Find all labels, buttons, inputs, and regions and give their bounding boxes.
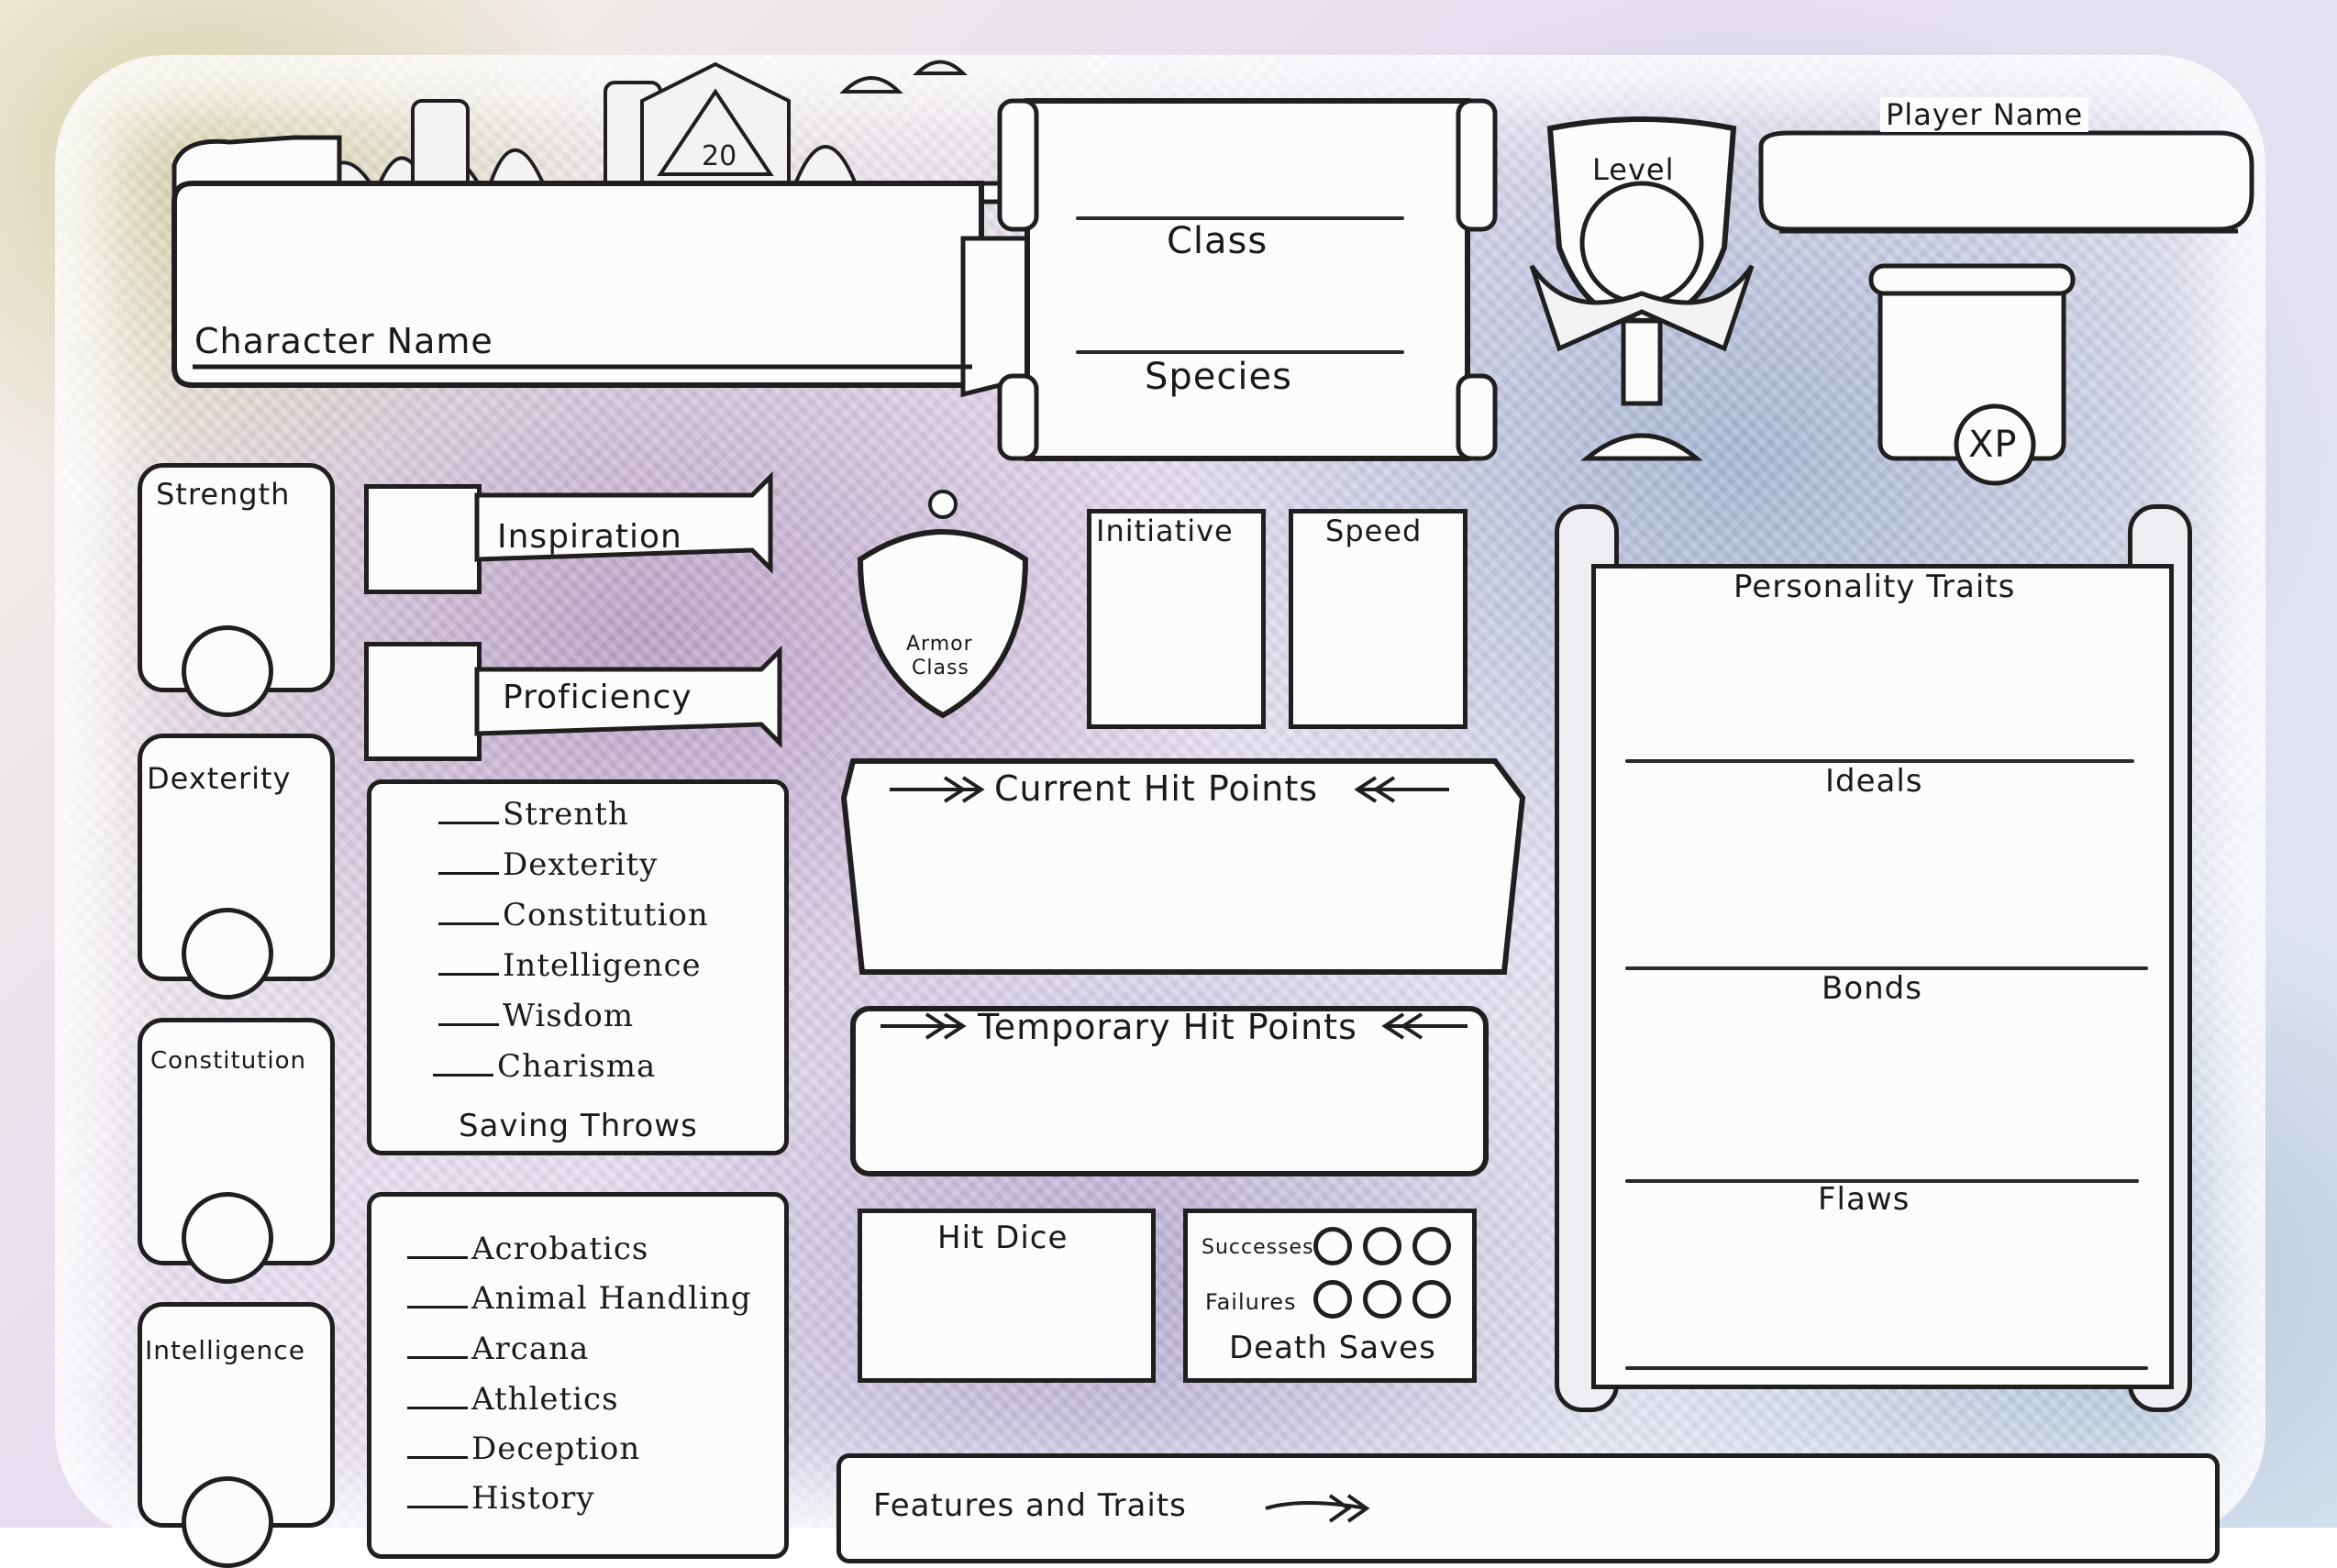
ability-intelligence-modifier[interactable]	[182, 1476, 273, 1568]
death-saves-successes-label: Successes	[1202, 1236, 1314, 1259]
failure-checkbox[interactable]	[1363, 1280, 1401, 1319]
skill-item[interactable]: Acrobatics	[407, 1231, 648, 1267]
player-name-frame	[1758, 130, 2254, 234]
arrow-left-icon	[881, 1012, 967, 1040]
temp-hp-input[interactable]	[871, 1055, 1477, 1165]
speed-box[interactable]	[1289, 509, 1468, 729]
saving-throw-item[interactable]: Dexterity	[438, 846, 658, 883]
armor-class-label-2: Class	[912, 657, 969, 679]
flaws-input[interactable]	[1614, 1225, 2155, 1363]
temp-hp-label: Temporary Hit Points	[978, 1007, 1357, 1047]
death-saves-failures-label: Failures	[1205, 1289, 1297, 1315]
hit-dice-label: Hit Dice	[937, 1220, 1069, 1256]
level-input-circle[interactable]	[1581, 193, 1700, 312]
class-species-scroll	[997, 98, 1498, 461]
initiative-label: Initiative	[1096, 513, 1234, 548]
success-checkbox[interactable]	[1363, 1227, 1401, 1265]
species-label: Species	[1145, 356, 1292, 398]
saving-throw-item[interactable]: Strenth	[438, 796, 629, 833]
skill-item[interactable]: Arcana	[407, 1331, 589, 1367]
class-field-line[interactable]	[1076, 216, 1404, 220]
death-saves-title: Death Saves	[1229, 1330, 1436, 1366]
saving-throws-title: Saving Throws	[459, 1108, 698, 1144]
personality-traits-input[interactable]	[1614, 614, 2155, 752]
player-name-input[interactable]	[1775, 138, 2233, 220]
arrow-right-icon	[1354, 776, 1449, 803]
divider	[1625, 759, 2134, 763]
character-name-label: Character Name	[194, 321, 493, 361]
features-traits-label: Features and Traits	[873, 1487, 1187, 1524]
proficiency-box[interactable]	[364, 642, 482, 761]
divider	[1625, 1179, 2139, 1183]
current-hp-scroll	[840, 758, 1526, 975]
ideals-label: Ideals	[1825, 763, 1923, 800]
ability-constitution-modifier[interactable]	[182, 1192, 273, 1284]
failure-checkbox[interactable]	[1412, 1280, 1451, 1319]
arrow-right-icon	[1381, 1012, 1468, 1040]
proficiency-label: Proficiency	[503, 679, 692, 716]
level-goblet	[1529, 116, 1755, 461]
saving-throws-panel	[367, 779, 789, 1155]
current-hp-input[interactable]	[862, 825, 1504, 963]
species-field-line[interactable]	[1076, 350, 1404, 354]
success-checkbox[interactable]	[1412, 1227, 1451, 1265]
armor-class-label-1: Armor	[906, 633, 973, 656]
success-checkbox[interactable]	[1313, 1227, 1352, 1265]
ability-constitution-label: Constitution	[150, 1047, 306, 1075]
skill-item[interactable]: Athletics	[407, 1381, 619, 1418]
current-hp-label: Current Hit Points	[994, 768, 1319, 809]
inspiration-box[interactable]	[364, 484, 482, 594]
player-name-label: Player Name	[1880, 97, 2089, 132]
xp-scroll	[1868, 263, 2076, 486]
ability-intelligence-label: Intelligence	[145, 1335, 305, 1365]
flaws-label: Flaws	[1818, 1181, 1911, 1218]
divider	[1625, 1366, 2148, 1370]
temp-hp-scroll	[850, 1006, 1489, 1176]
saving-throw-item[interactable]: Constitution	[438, 897, 709, 933]
ideals-input[interactable]	[1614, 807, 2155, 963]
bonds-input[interactable]	[1614, 1012, 2155, 1168]
ability-dexterity-modifier[interactable]	[182, 908, 273, 999]
inspiration-label: Inspiration	[497, 518, 682, 556]
class-label: Class	[1167, 220, 1268, 262]
ability-strength-modifier[interactable]	[182, 625, 273, 717]
personality-panel	[1591, 564, 2174, 1389]
skill-item[interactable]: Animal Handling	[407, 1280, 752, 1317]
ability-strength-label: Strength	[156, 477, 291, 512]
bonds-label: Bonds	[1822, 970, 1922, 1007]
character-name-banner	[172, 135, 1077, 398]
level-label: Level	[1592, 152, 1675, 187]
arrow-right-icon	[1265, 1494, 1370, 1523]
armor-class-shield[interactable]	[851, 490, 1035, 724]
initiative-box[interactable]	[1087, 509, 1266, 729]
ability-dexterity-label: Dexterity	[147, 761, 292, 796]
divider	[1625, 966, 2148, 970]
failure-checkbox[interactable]	[1313, 1280, 1352, 1319]
skills-panel	[367, 1192, 789, 1559]
saving-throw-item[interactable]: Charisma	[433, 1048, 656, 1085]
xp-label: XP	[1968, 424, 2018, 466]
speed-label: Speed	[1325, 513, 1423, 548]
saving-throw-item[interactable]: Wisdom	[438, 998, 634, 1034]
personality-traits-label: Personality Traits	[1733, 569, 2016, 605]
skill-item[interactable]: Deception	[407, 1430, 640, 1467]
proficiency-banner	[474, 645, 782, 749]
inspiration-banner	[474, 470, 773, 575]
saving-throw-item[interactable]: Intelligence	[438, 947, 702, 984]
svg-text:20: 20	[702, 140, 737, 172]
skill-item[interactable]: History	[407, 1480, 595, 1517]
arrow-left-icon	[890, 776, 985, 803]
hit-dice-box[interactable]	[858, 1209, 1156, 1383]
